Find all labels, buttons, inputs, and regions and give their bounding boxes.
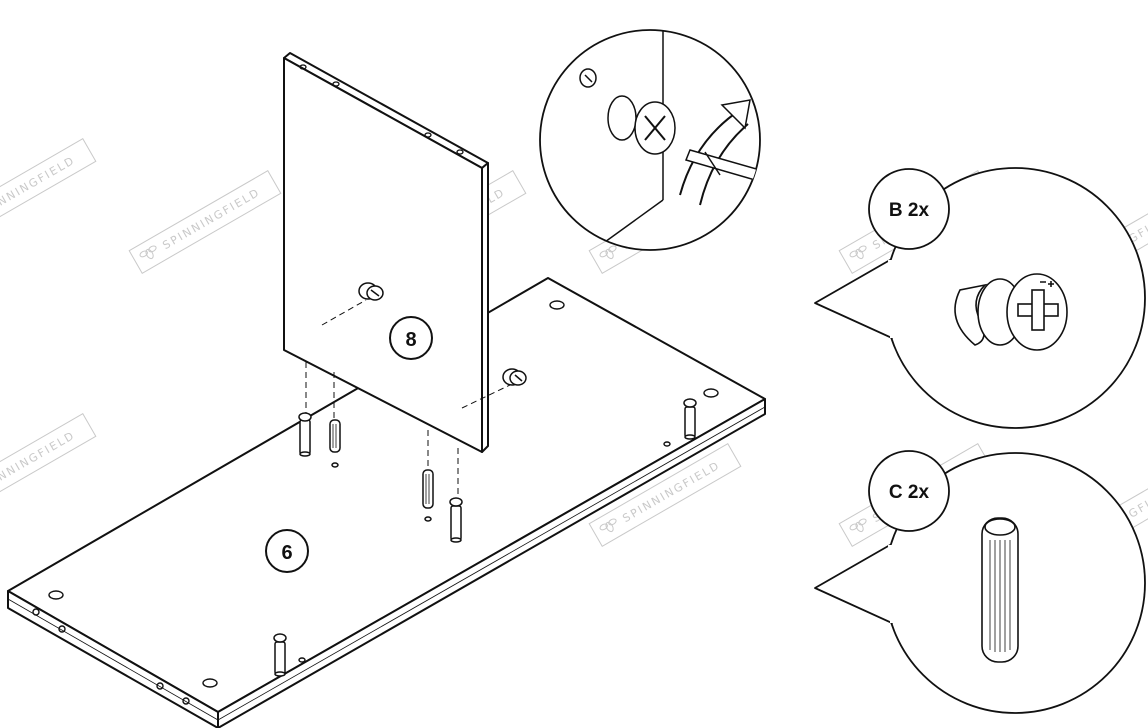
guide-lines — [305, 299, 511, 498]
watermark-tile: SPINNINGFIELD — [128, 170, 282, 274]
cam-fitting — [502, 368, 527, 386]
side-panel — [283, 52, 489, 453]
dowel — [422, 469, 434, 522]
panel-6-label: 6 — [265, 529, 309, 573]
cam-bolt — [298, 412, 312, 457]
callout-b-label: B 2x — [889, 200, 930, 221]
watermark-text: SPINNINGFIELD — [160, 186, 262, 252]
cam-fitting — [358, 282, 384, 301]
cam-lock-detail — [539, 29, 761, 251]
wooden-dowel-icon — [981, 517, 1019, 663]
svg-text:8: 8 — [405, 329, 416, 351]
callout-b-bubble: B 2x — [814, 167, 1146, 429]
watermark-tile: SPINNINGFIELD — [0, 138, 97, 242]
cam-lock-fitting-icon — [954, 273, 1068, 351]
dowel — [329, 419, 341, 468]
base-panel — [7, 277, 766, 728]
callout-c-bubble: C 2x — [814, 450, 1146, 714]
cam-bolt — [449, 497, 463, 543]
callout-c-label: C 2x — [889, 482, 930, 503]
cam-bolt — [683, 398, 697, 440]
svg-text:6: 6 — [281, 542, 292, 564]
base-panel-holes — [32, 300, 719, 705]
panel-8-label: 8 — [389, 316, 433, 360]
cam-bolt — [273, 633, 287, 677]
watermark-tile: SPINNINGFIELD — [0, 413, 97, 517]
side-panel-holes — [299, 64, 464, 155]
